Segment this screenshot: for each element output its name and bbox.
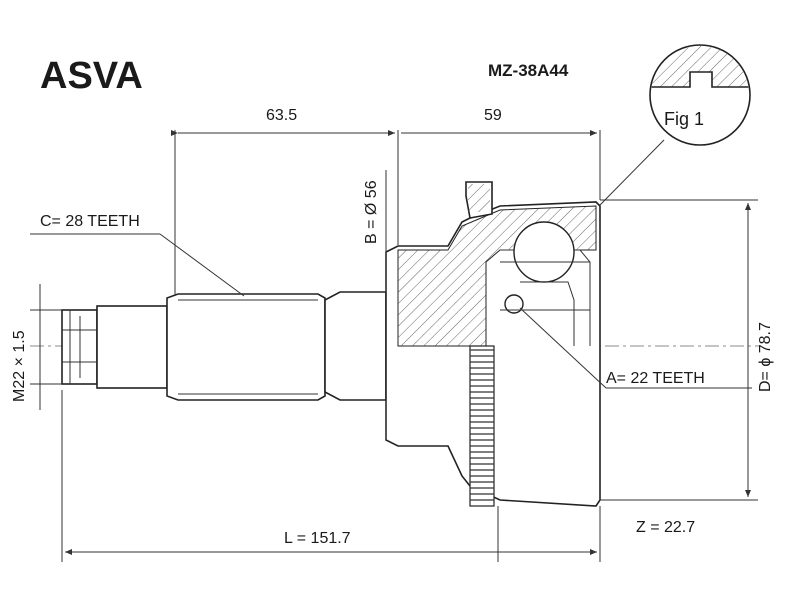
abs-ring bbox=[469, 345, 495, 507]
dim-59: 59 bbox=[401, 107, 601, 200]
dim-b: B = Ø 56 bbox=[363, 170, 387, 440]
abs-teeth bbox=[470, 349, 494, 501]
dim-d: D= ϕ 78.7 bbox=[600, 199, 774, 501]
dim-m: M22 × 1.5 bbox=[11, 284, 62, 410]
outer-housing bbox=[385, 181, 601, 507]
dim-label-59: 59 bbox=[484, 107, 502, 124]
dim-label-c: C= 28 TEETH bbox=[40, 213, 140, 230]
dim-label-b: B = Ø 56 bbox=[363, 180, 380, 244]
dim-label-d: D= ϕ 78.7 bbox=[757, 322, 774, 392]
dim-l: L = 151.7 bbox=[61, 390, 601, 562]
dim-c: C= 28 TEETH bbox=[30, 213, 245, 297]
dim-label-l: L = 151.7 bbox=[284, 530, 351, 547]
dim-a: A= 22 TEETH bbox=[519, 307, 752, 389]
brand-logo: ASVA bbox=[40, 55, 143, 97]
dim-63-5: 63.5 bbox=[171, 107, 399, 296]
threaded-end bbox=[61, 305, 168, 389]
part-number: MZ-38A44 bbox=[488, 61, 569, 80]
dim-label-z: Z = 22.7 bbox=[636, 519, 695, 536]
dim-label-63-5: 63.5 bbox=[266, 107, 297, 124]
dim-label-m: M22 × 1.5 bbox=[11, 330, 28, 402]
figure-label: Fig 1 bbox=[664, 109, 704, 129]
fig-detail: Fig 1 bbox=[599, 44, 751, 206]
dim-label-a: A= 22 TEETH bbox=[606, 370, 705, 387]
spline-shaft bbox=[166, 291, 387, 401]
dim-z: Z = 22.7 bbox=[497, 506, 695, 562]
